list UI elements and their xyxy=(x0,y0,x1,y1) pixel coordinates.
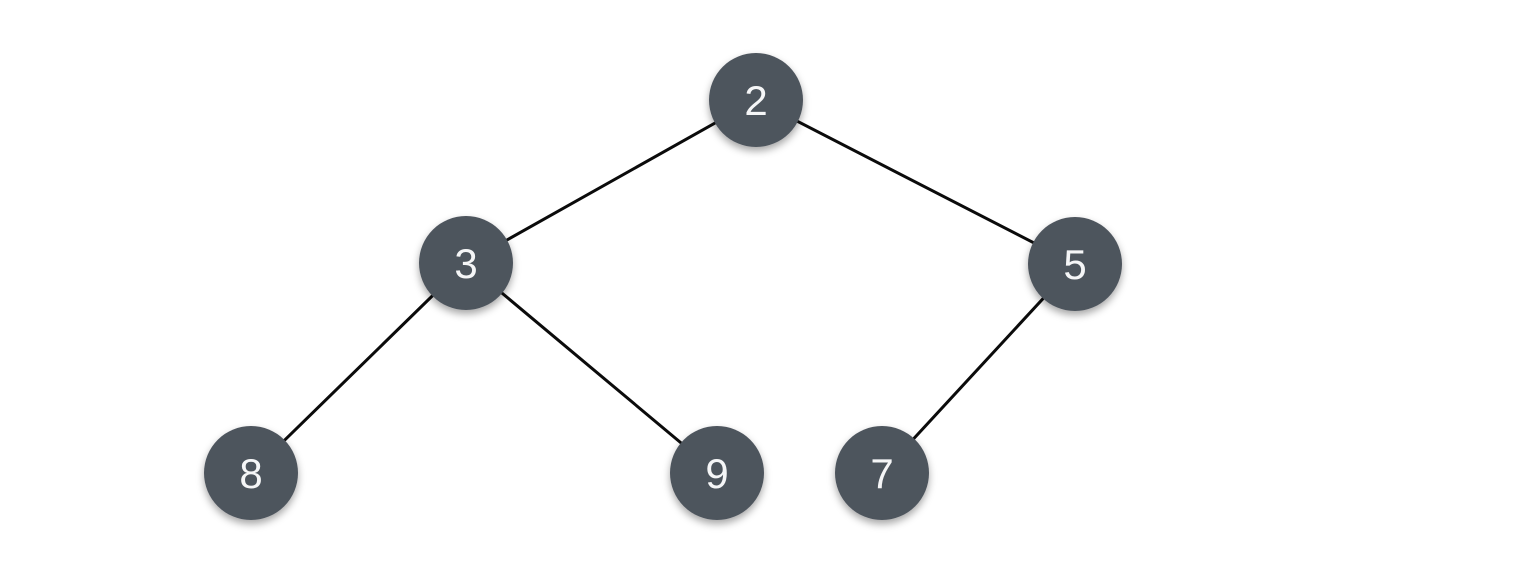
tree-edge-3-9 xyxy=(464,261,719,475)
tree-node-5: 5 xyxy=(1028,217,1122,311)
tree-edge-5-7 xyxy=(880,262,1077,475)
tree-node-circle-2 xyxy=(709,53,803,147)
tree-node-circle-8 xyxy=(204,426,298,520)
tree-node-7: 7 xyxy=(835,426,929,520)
tree-edge-2-3 xyxy=(464,98,758,265)
tree-node-circle-9 xyxy=(670,426,764,520)
tree-edge-3-8 xyxy=(249,261,468,475)
tree-node-9: 9 xyxy=(670,426,764,520)
tree-node-circle-5 xyxy=(1028,217,1122,311)
tree-node-8: 8 xyxy=(204,426,298,520)
tree-edge-2-5 xyxy=(754,98,1077,266)
tree-node-3: 3 xyxy=(419,216,513,310)
tree-node-2: 2 xyxy=(709,53,803,147)
tree-node-circle-7 xyxy=(835,426,929,520)
tree-node-circle-3 xyxy=(419,216,513,310)
tree-edges-layer xyxy=(249,98,1077,475)
